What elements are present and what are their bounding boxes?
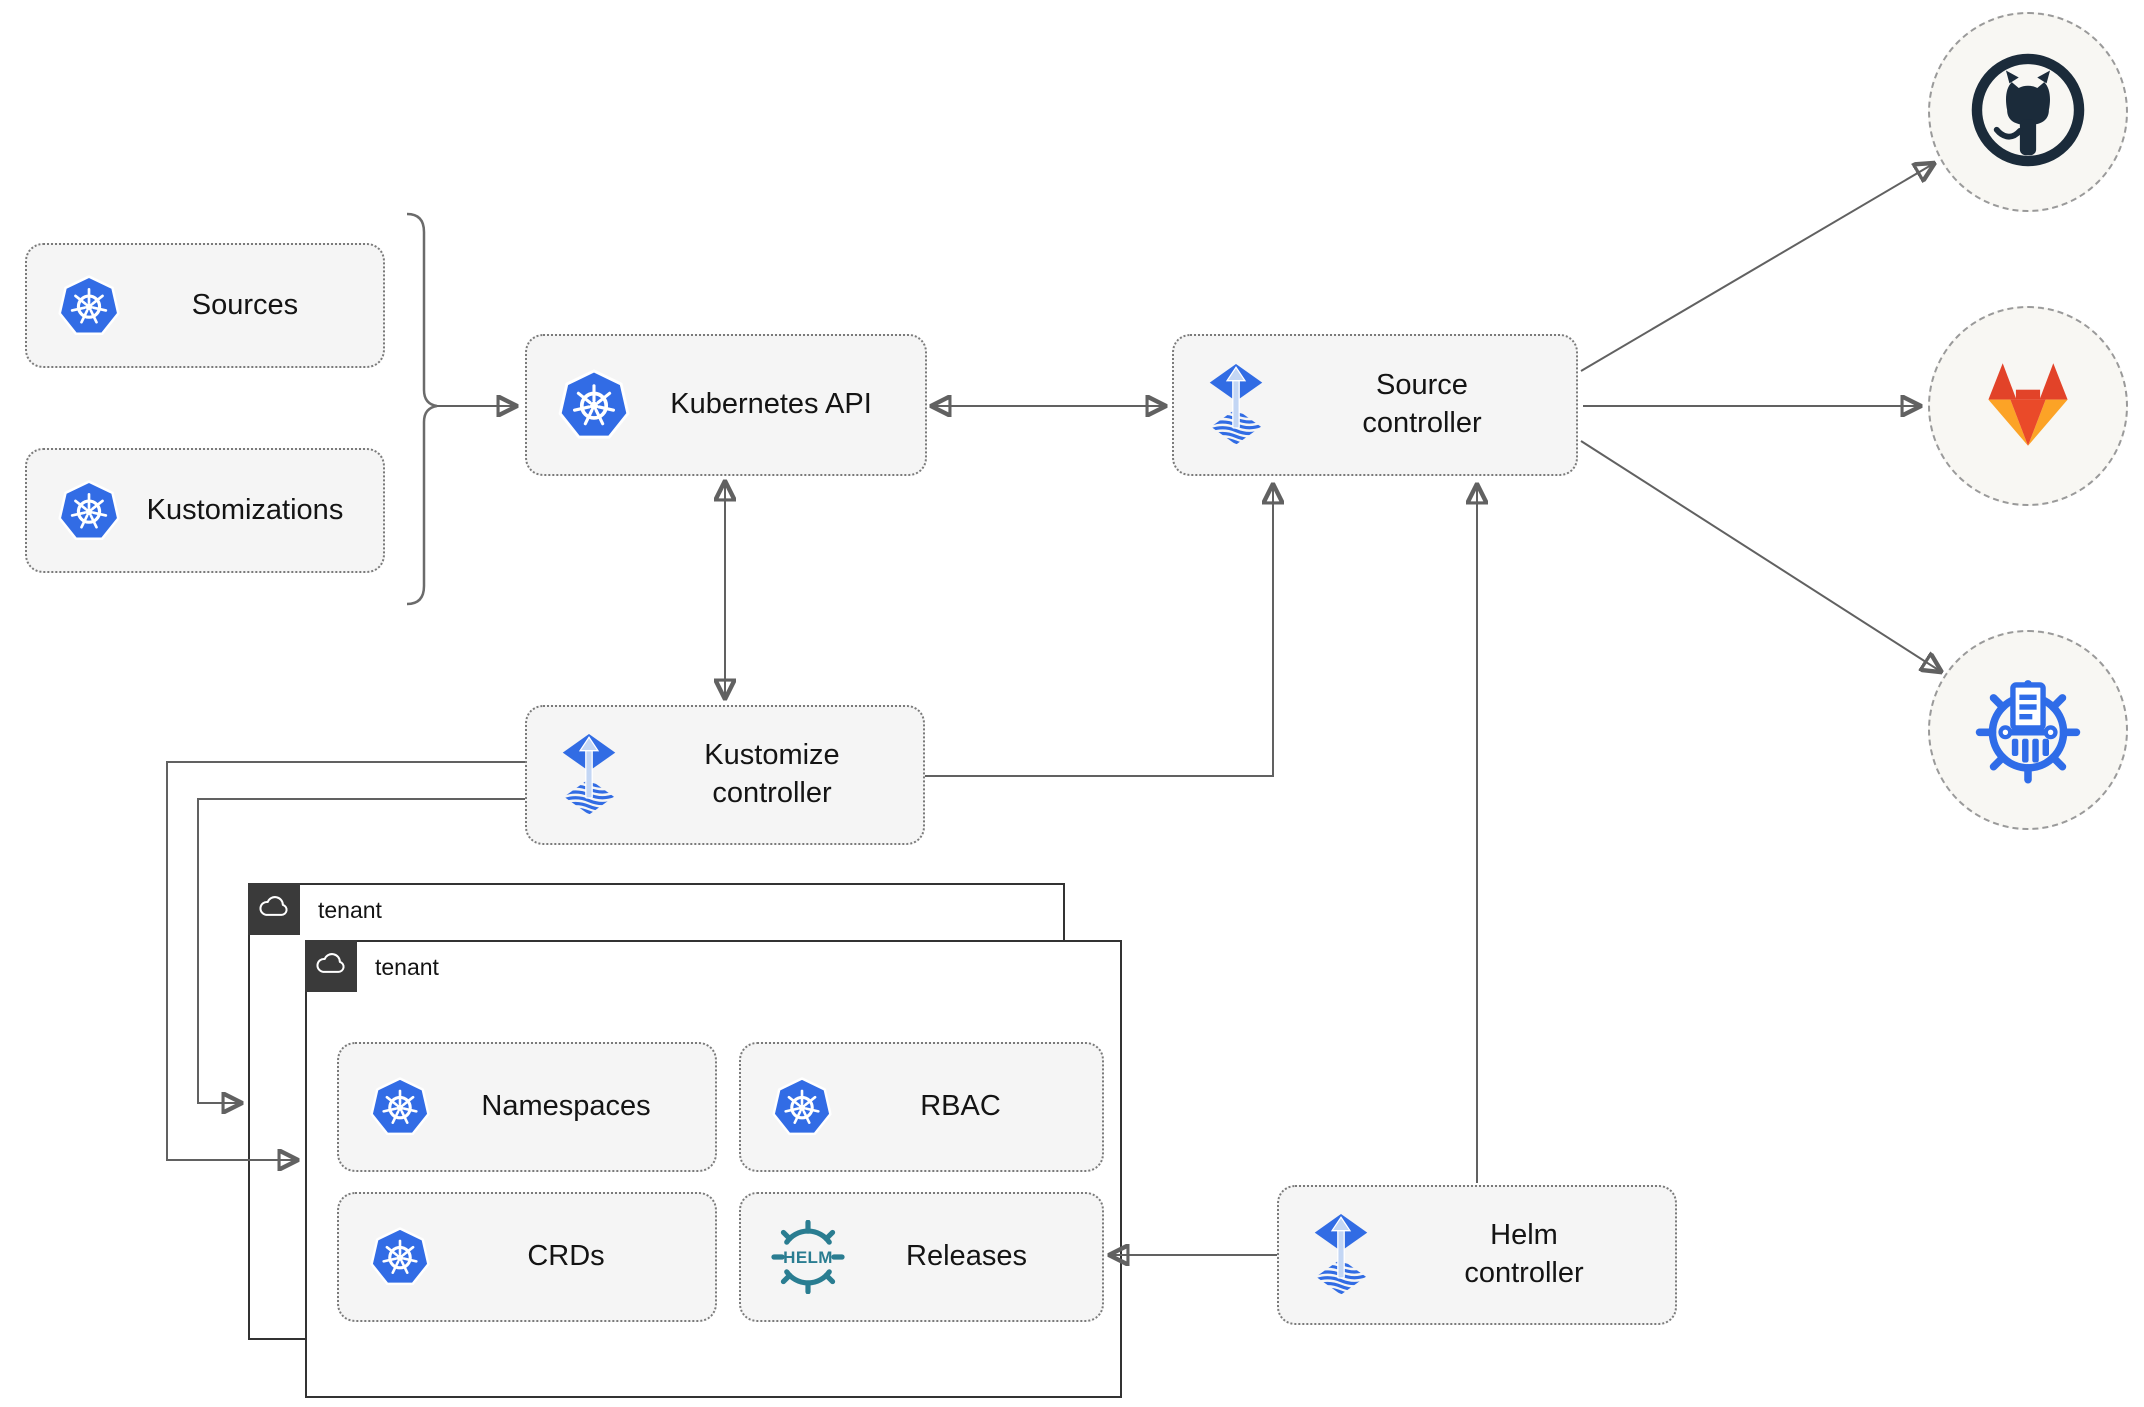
node-rbac: RBAC [739, 1042, 1104, 1172]
tenant-group-front: tenant Namespaces RBAC CRDs [305, 940, 1122, 1398]
endpoint-gitlab [1928, 306, 2128, 506]
gitlab-icon [1973, 349, 2083, 464]
cloud-icon [257, 895, 291, 924]
node-source-controller: Source controller [1172, 334, 1578, 476]
edge-source-controller-github [1580, 164, 1933, 372]
github-icon [1970, 52, 2086, 173]
node-crds: CRDs [337, 1192, 717, 1322]
kubernetes-icon [557, 368, 631, 442]
edge-source-controller-chartmuseum [1580, 440, 1940, 671]
helm-icon: HELM [771, 1220, 845, 1294]
kubernetes-icon [57, 274, 121, 338]
chartmuseum-icon [1972, 672, 2084, 789]
node-kustomizations: Kustomizations [25, 448, 385, 573]
kubernetes-icon [771, 1076, 833, 1138]
kubernetes-icon [57, 479, 121, 543]
tenant-label: tenant [318, 897, 382, 923]
node-kustomize-controller: Kustomize controller [525, 705, 925, 845]
node-label: Kustomize controller [704, 739, 840, 809]
node-helm-controller: Helm controller [1277, 1185, 1677, 1325]
node-label: Sources [191, 288, 299, 321]
sources-brace [406, 212, 438, 606]
kubernetes-icon [369, 1226, 431, 1288]
node-label: Source controller [1362, 369, 1482, 439]
tenant-badge [305, 940, 357, 992]
kubernetes-icon [369, 1076, 431, 1138]
flux-icon [557, 730, 621, 820]
node-label: Kustomizations [146, 493, 344, 526]
node-label: Helm controller [1464, 1219, 1584, 1289]
node-releases: HELM Releases [739, 1192, 1104, 1322]
endpoint-chartmuseum [1928, 630, 2128, 830]
node-label: CRDs [527, 1240, 605, 1273]
flux-icon [1204, 360, 1268, 450]
helm-wordmark: HELM [783, 1248, 833, 1267]
edge-kustomize-controller-source-controller [925, 486, 1273, 777]
tenant-label: tenant [375, 954, 439, 980]
node-label: Releases [906, 1240, 1027, 1273]
node-namespaces: Namespaces [337, 1042, 717, 1172]
cloud-icon [314, 952, 348, 981]
node-label: Kubernetes API [670, 388, 872, 421]
node-kubernetes-api: Kubernetes API [525, 334, 927, 476]
node-sources: Sources [25, 243, 385, 368]
tenant-badge [248, 883, 300, 935]
endpoint-github [1928, 12, 2128, 212]
node-label: Namespaces [481, 1090, 651, 1123]
flux-icon [1309, 1210, 1373, 1300]
node-label: RBAC [920, 1090, 1001, 1123]
